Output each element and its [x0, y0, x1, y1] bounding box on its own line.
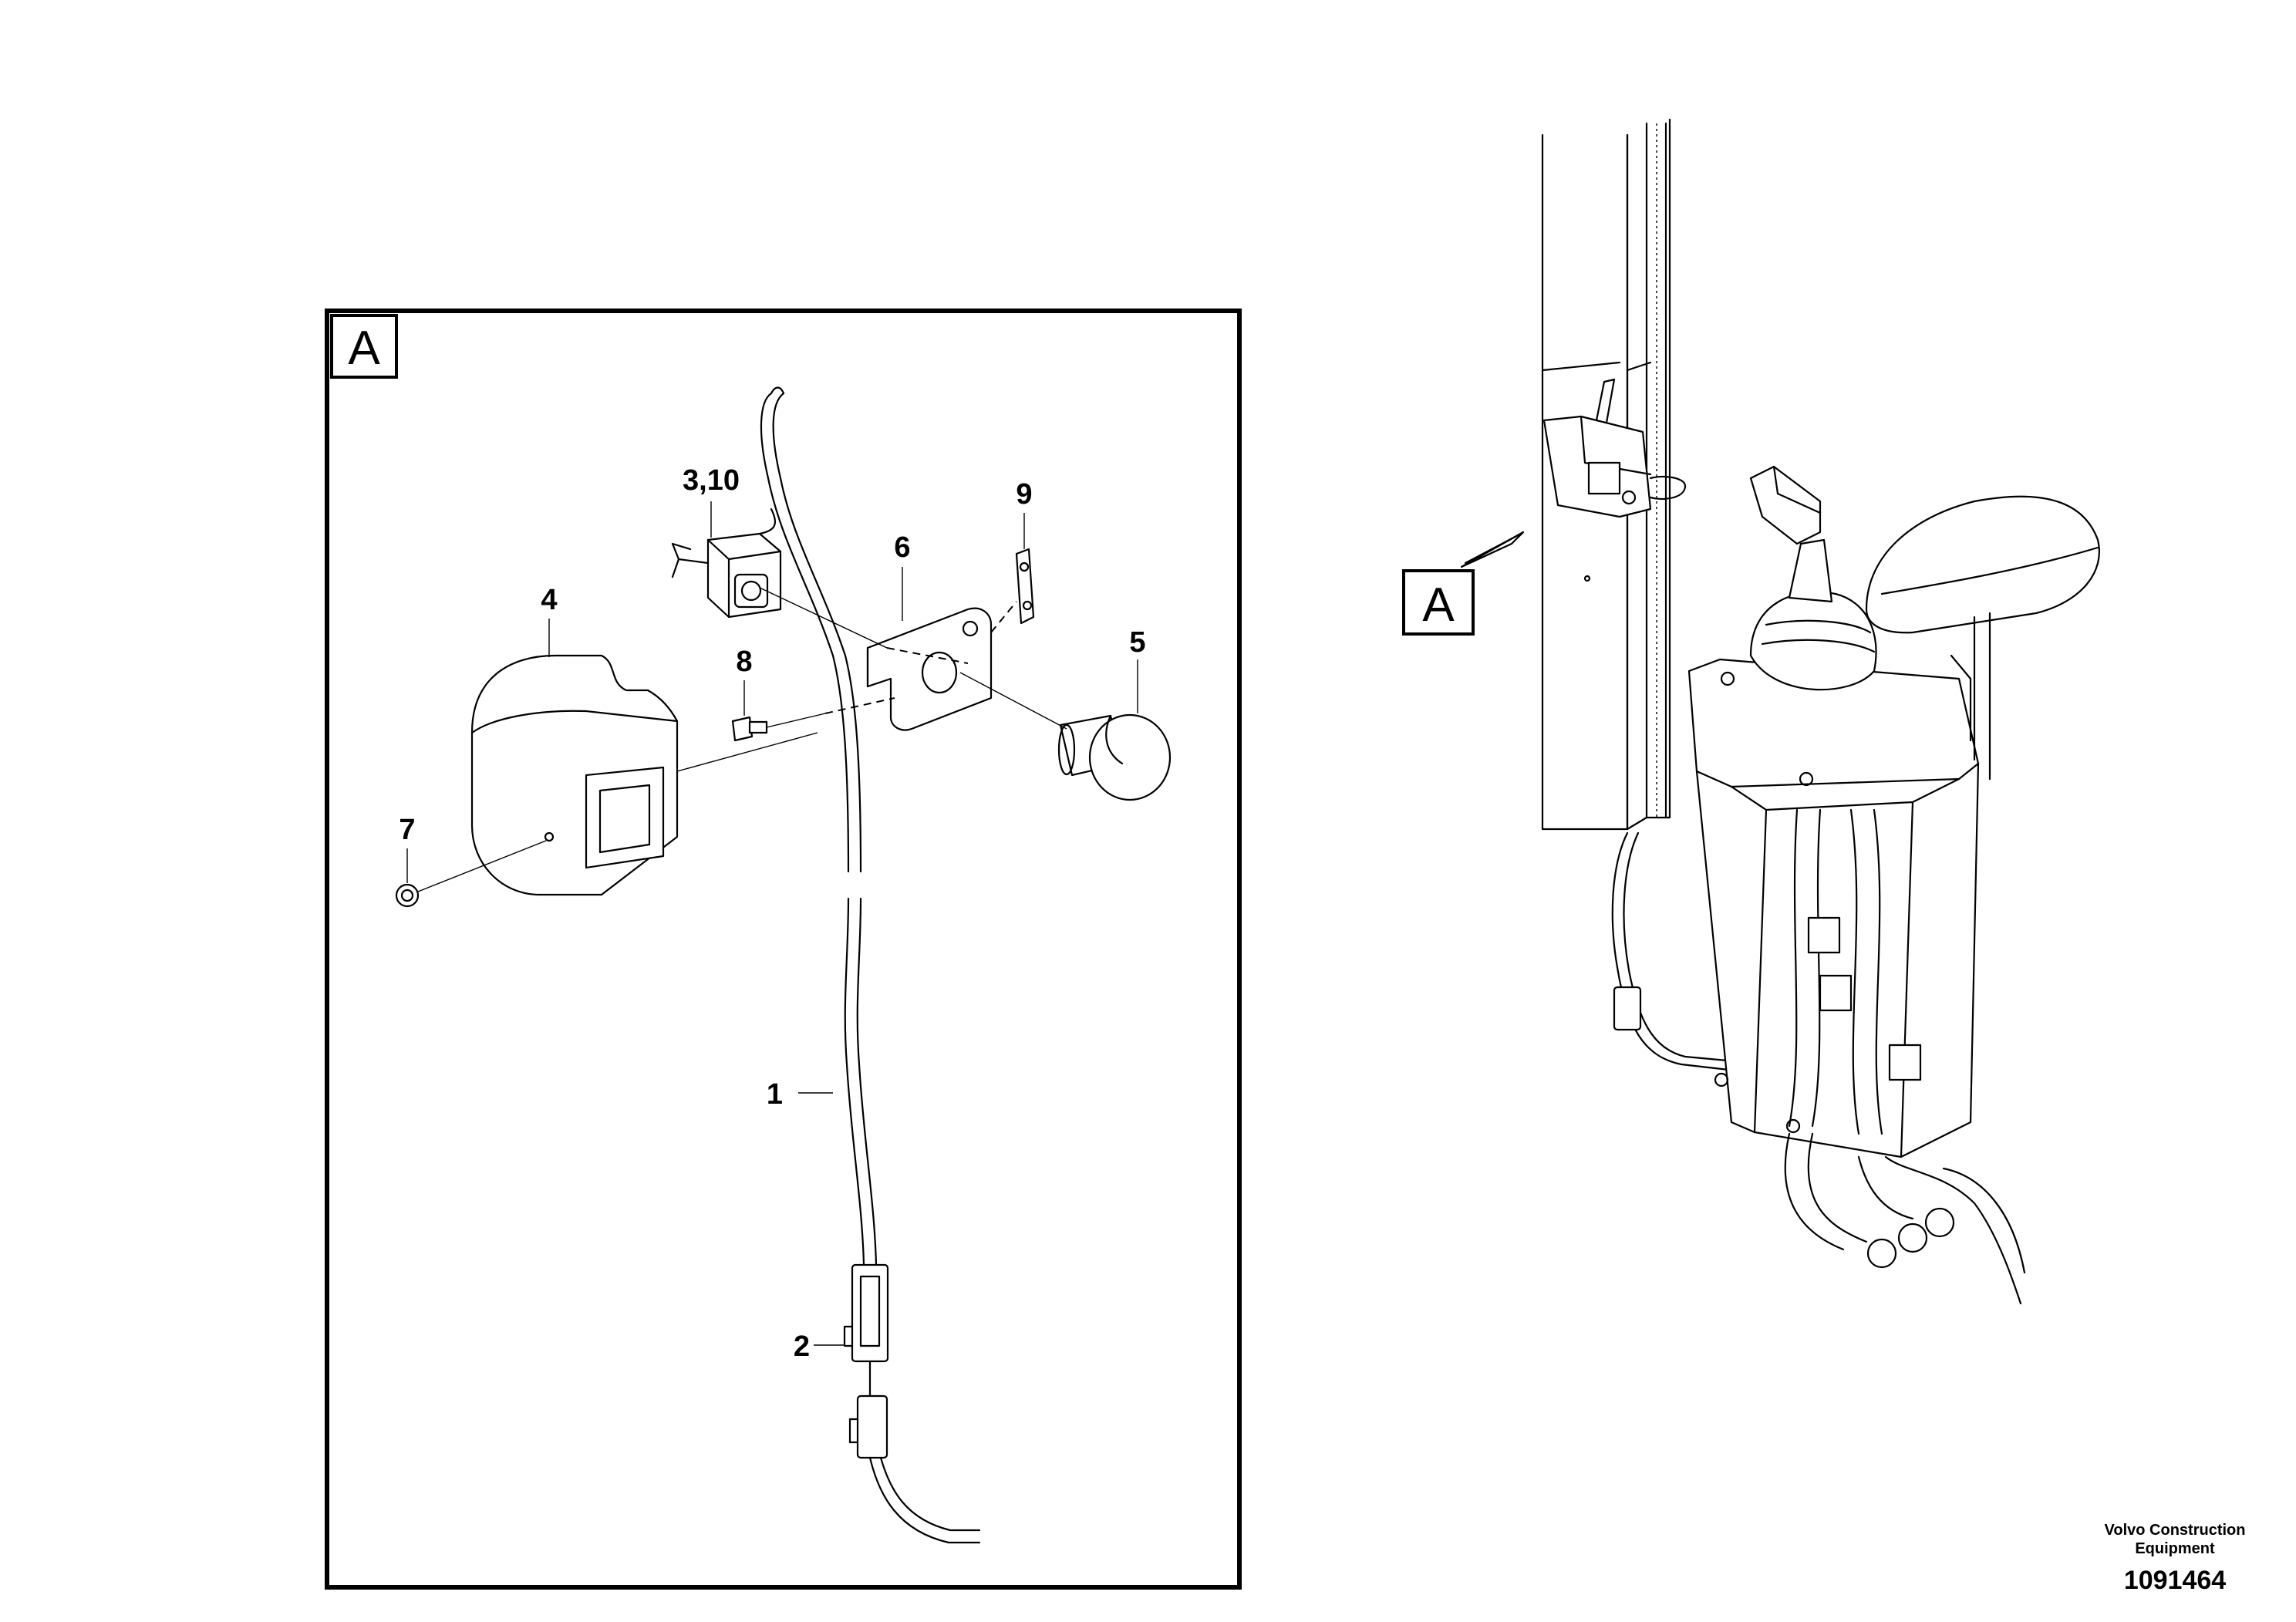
push-button [1057, 713, 1172, 801]
callout-7: 7 [399, 814, 415, 846]
assembly-line-button [959, 672, 1067, 730]
bolt [731, 716, 768, 742]
document-number: 1091464 [2124, 1566, 2226, 1595]
overview: A [1402, 118, 2100, 1305]
overview-wire [1611, 831, 1737, 1072]
assembly-line-cover [676, 732, 818, 772]
harness-tail-2 [879, 1456, 981, 1532]
detail-view: A [325, 309, 1242, 1590]
cable-lower [844, 897, 878, 1266]
cover [470, 654, 679, 896]
assembly-line-bracket [886, 647, 969, 664]
connector-lower [848, 1394, 888, 1459]
callout-8: 8 [736, 646, 752, 678]
callout-1: 1 [767, 1078, 783, 1111]
detail-frame [325, 309, 1242, 1590]
assembly-line-bolt-2 [824, 697, 895, 714]
harness-tail [868, 1456, 981, 1544]
post-switch-housing [1542, 378, 1687, 518]
connector-upper [843, 1263, 889, 1363]
switch [671, 508, 782, 619]
lower-hoses [1784, 1132, 2026, 1305]
callout-9: 9 [1016, 478, 1032, 511]
assembly-line-bolt [766, 713, 826, 728]
callout-3-10: 3,10 [683, 464, 740, 497]
cable-upper [760, 386, 862, 873]
screw [395, 883, 420, 908]
footer: Volvo Construction Equipment 1091464 [2105, 1522, 2246, 1595]
callout-6: 6 [894, 531, 910, 564]
assembly-line-switch [759, 587, 888, 649]
view-marker-box [1402, 569, 1475, 636]
assembly-line-clip [990, 601, 1017, 633]
detail-frame-label: A [348, 322, 380, 375]
cab-post [1541, 118, 1671, 831]
callout-5: 5 [1129, 626, 1145, 659]
assembly-line-screw [417, 840, 547, 892]
callout-2: 2 [794, 1330, 810, 1363]
bracket [866, 607, 993, 731]
brand-line-2: Equipment [2135, 1540, 2215, 1557]
view-marker-label: A [1422, 578, 1455, 632]
joystick [1749, 465, 1877, 691]
clip [1015, 548, 1035, 625]
detail-frame-label-box [330, 314, 398, 379]
control-console [1687, 658, 1980, 1158]
callout-4: 4 [541, 584, 557, 616]
armrest [1865, 495, 2100, 781]
overview-connector [1613, 986, 1642, 1031]
brand-line-1: Volvo Construction [2105, 1522, 2246, 1539]
